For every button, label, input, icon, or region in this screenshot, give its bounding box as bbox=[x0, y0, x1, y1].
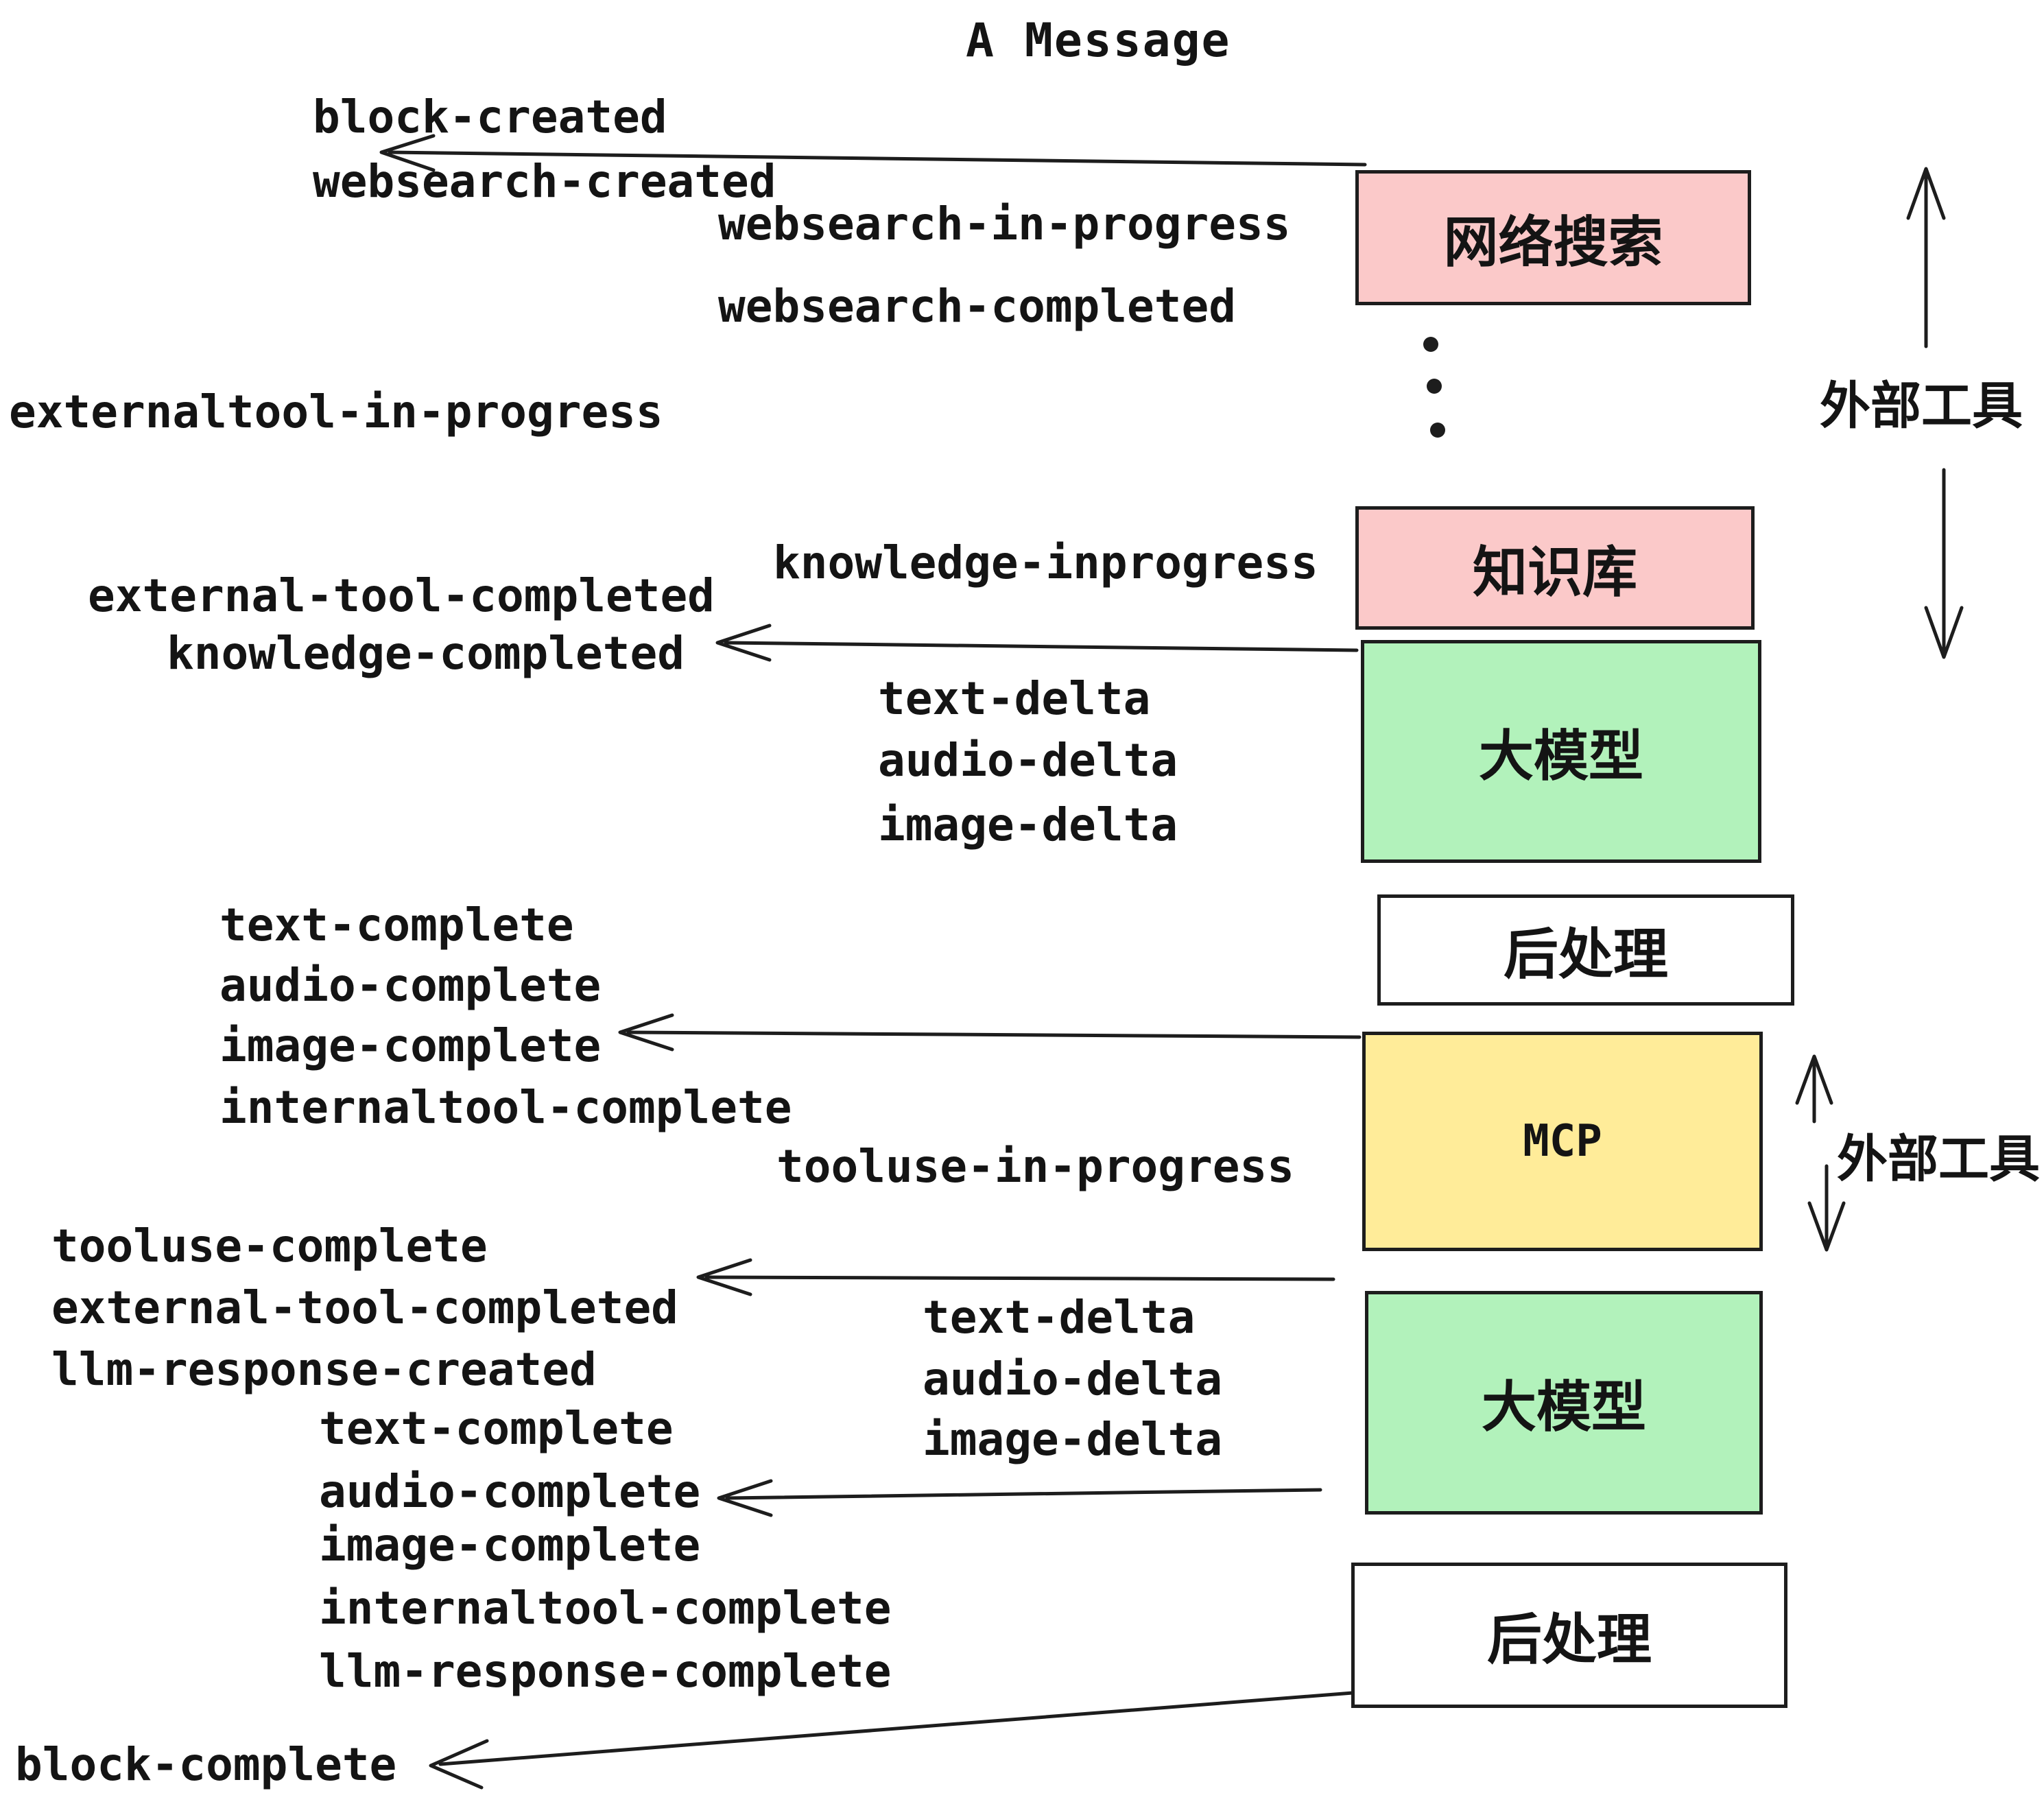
event-label-llm-response-complete: llm-response-complete bbox=[319, 1645, 892, 1698]
external-tools-arrow-up-1 bbox=[1906, 167, 1946, 348]
event-label-block-created: block-created bbox=[313, 91, 667, 143]
arrow-knowledge-completed bbox=[715, 624, 1359, 662]
event-label-external-tool-completed-1: external-tool-completed bbox=[88, 569, 715, 622]
event-label-knowledge-completed: knowledge-completed bbox=[167, 627, 685, 680]
websearch-box-label: 网络搜索 bbox=[1443, 210, 1663, 274]
event-label-image-complete-2: image-complete bbox=[319, 1519, 701, 1571]
event-label-internaltool-complete-1: internaltool-complete bbox=[219, 1081, 792, 1134]
llm-box-1: 大模型 bbox=[1361, 640, 1761, 863]
external-tools-arrow-down-1 bbox=[1924, 468, 1964, 659]
postprocess-box-2: 后处理 bbox=[1351, 1563, 1787, 1708]
event-label-internaltool-complete-2: internaltool-complete bbox=[319, 1582, 892, 1635]
knowledge-box: 知识库 bbox=[1355, 506, 1755, 630]
event-label-audio-delta-2: audio-delta bbox=[923, 1353, 1223, 1405]
arrow-internal-complete-1 bbox=[618, 1013, 1362, 1052]
llm-box-2-label: 大模型 bbox=[1482, 1375, 1646, 1439]
event-label-externaltool-in-progress: externaltool-in-progress bbox=[9, 385, 663, 438]
event-label-image-delta-2: image-delta bbox=[923, 1413, 1223, 1466]
mcp-box-label: MCP bbox=[1523, 1116, 1602, 1167]
postprocess-box-2-label: 后处理 bbox=[1487, 1608, 1652, 1672]
event-label-text-delta-1: text-delta bbox=[878, 672, 1151, 725]
event-label-websearch-created: websearch-created bbox=[313, 155, 776, 208]
event-label-image-complete-1: image-complete bbox=[219, 1019, 602, 1072]
event-label-knowledge-inprogress: knowledge-inprogress bbox=[773, 536, 1318, 589]
event-label-websearch-completed: websearch-completed bbox=[718, 280, 1236, 333]
event-label-audio-delta-1: audio-delta bbox=[878, 734, 1178, 787]
event-label-text-delta-2: text-delta bbox=[923, 1291, 1196, 1344]
knowledge-box-label: 知识库 bbox=[1473, 541, 1637, 604]
websearch-box: 网络搜索 bbox=[1355, 170, 1751, 305]
postprocess-box-1-label: 后处理 bbox=[1504, 923, 1668, 986]
external-tools-label-mid: 外部工具 bbox=[1837, 1130, 2040, 1189]
event-label-tooluse-in-progress: tooluse-in-progress bbox=[776, 1140, 1294, 1193]
external-tools-arrow-up-2 bbox=[1795, 1054, 1833, 1124]
diagram-title: A Message bbox=[966, 14, 1231, 68]
event-label-audio-complete-2: audio-complete bbox=[319, 1465, 701, 1518]
event-label-external-tool-completed-2: external-tool-completed bbox=[51, 1281, 678, 1334]
event-label-audio-complete-1: audio-complete bbox=[219, 959, 602, 1012]
arrow-block-complete bbox=[429, 1691, 1355, 1790]
postprocess-box-1: 后处理 bbox=[1377, 894, 1794, 1006]
llm-box-1-label: 大模型 bbox=[1479, 724, 1643, 788]
event-label-text-complete-1: text-complete bbox=[219, 899, 574, 951]
event-label-text-complete-2: text-complete bbox=[319, 1402, 674, 1455]
event-label-llm-response-created: llm-response-created bbox=[51, 1343, 597, 1396]
event-label-block-complete: block-complete bbox=[15, 1738, 397, 1791]
event-label-websearch-in-progress: websearch-in-progress bbox=[718, 198, 1291, 250]
event-label-image-delta-1: image-delta bbox=[878, 798, 1178, 851]
mcp-box: MCP bbox=[1362, 1032, 1763, 1251]
vertical-ellipsis bbox=[1423, 337, 1445, 438]
llm-box-2: 大模型 bbox=[1365, 1291, 1763, 1515]
external-tools-label-top: 外部工具 bbox=[1820, 377, 2023, 436]
arrow-complete-2 bbox=[717, 1479, 1322, 1517]
event-label-tooluse-complete: tooluse-complete bbox=[51, 1220, 488, 1272]
arrow-tooluse-complete bbox=[696, 1258, 1335, 1296]
